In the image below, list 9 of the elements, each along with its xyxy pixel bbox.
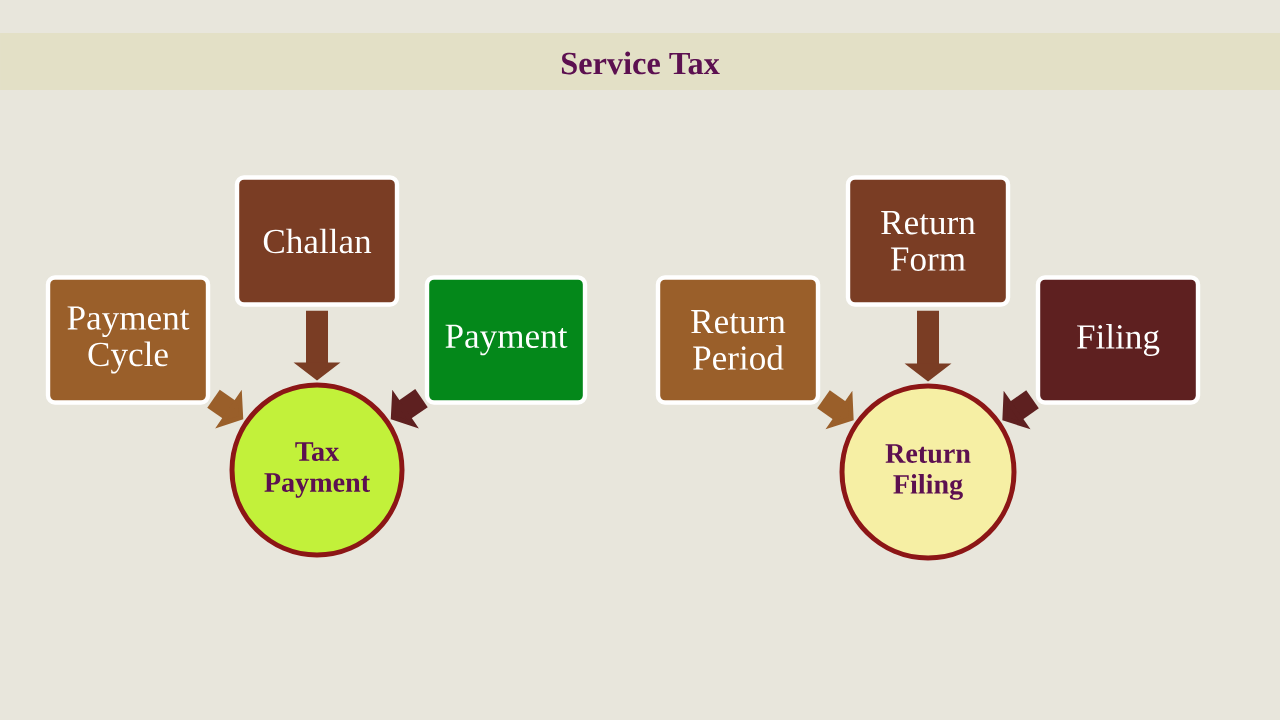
process-box: Return Period	[655, 275, 821, 405]
block-arrow	[1002, 390, 1039, 430]
process-box: Payment Cycle	[45, 275, 211, 405]
process-box: Payment	[424, 275, 588, 405]
block-arrow	[390, 389, 428, 429]
process-box: Return Form	[845, 175, 1011, 307]
title-band: Service Tax	[0, 33, 1280, 90]
process-box: Challan	[234, 175, 400, 307]
process-box: Filing	[1035, 275, 1201, 405]
